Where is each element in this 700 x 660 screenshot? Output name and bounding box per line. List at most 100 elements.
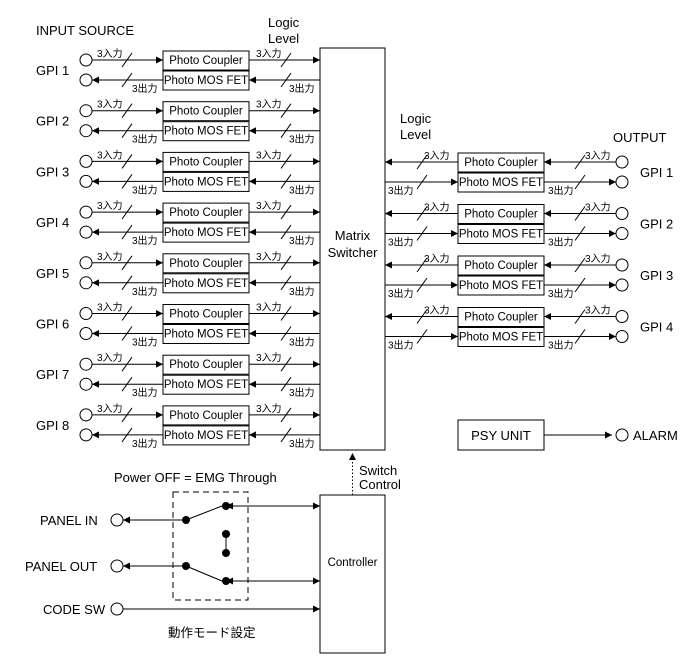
- matrix-to-input-count: 3出力: [289, 82, 315, 95]
- matrix-to-input-count: 3出力: [289, 183, 315, 196]
- input-out-terminal: [79, 174, 93, 188]
- output-out-slash: [574, 277, 586, 293]
- alarm-label: ALARM: [633, 428, 678, 443]
- output-out-terminal: [615, 278, 629, 292]
- photo-coupler-label: Photo Coupler: [169, 156, 243, 168]
- input-out-count: 3出力: [132, 82, 158, 95]
- output-out-slash: [574, 329, 586, 344]
- input-gpi-label: GPI 6: [36, 317, 69, 332]
- input-out-slash: [121, 174, 133, 189]
- output-out-count: 3出力: [548, 287, 574, 300]
- input-to-matrix-count: 3入力: [256, 402, 282, 415]
- input-out-count: 3出力: [132, 234, 158, 247]
- matrix-to-input-count: 3出力: [289, 133, 315, 146]
- panel-out-terminal: [110, 559, 124, 573]
- matrix-to-output-count: 3出力: [388, 287, 414, 300]
- output-photo-mos-fet-label: Photo MOS FET: [459, 177, 543, 189]
- output-in-terminal: [615, 207, 629, 220]
- input-in-slash: [121, 407, 133, 423]
- input-to-matrix-slash: [280, 407, 292, 423]
- input-in-terminal: [79, 154, 93, 168]
- photo-coupler-label: Photo Coupler: [169, 410, 243, 422]
- input-to-matrix-count: 3入力: [256, 250, 282, 263]
- photo-mos-fet-label: Photo MOS FET: [164, 379, 248, 391]
- input-out-count: 3出力: [132, 386, 158, 399]
- matrix-to-input-slash: [280, 326, 292, 341]
- matrix-to-output-count: 3出力: [388, 236, 414, 249]
- matrix-to-input-slash: [280, 275, 292, 291]
- output-gpi-label: GPI 4: [640, 320, 673, 335]
- input-gpi-label: GPI 1: [36, 63, 69, 78]
- matrix-to-output-count: 3出力: [388, 339, 414, 352]
- logic-level-top-line2: Level: [268, 31, 299, 46]
- input-in-count: 3入力: [97, 351, 123, 364]
- input-to-matrix-slash: [280, 306, 292, 321]
- input-out-count: 3出力: [132, 437, 158, 450]
- input-out-terminal: [79, 327, 93, 340]
- input-source-heading: INPUT SOURCE: [36, 23, 134, 38]
- photo-coupler-label: Photo Coupler: [169, 55, 243, 67]
- panel-in-terminal: [110, 513, 124, 527]
- psy-unit-label: PSY UNIT: [471, 428, 531, 443]
- photo-mos-fet-label: Photo MOS FET: [164, 227, 248, 239]
- matrix-to-input-slash: [280, 174, 292, 189]
- input-to-matrix-slash: [280, 103, 292, 118]
- photo-coupler-label: Photo Coupler: [169, 359, 243, 371]
- input-in-count: 3入力: [97, 250, 123, 263]
- input-out-terminal: [79, 124, 93, 138]
- output-photo-coupler-label: Photo Coupler: [464, 312, 538, 324]
- output-photo-coupler-label: Photo Coupler: [464, 260, 538, 272]
- output-photo-coupler-label: Photo Coupler: [464, 157, 538, 169]
- input-out-count: 3出力: [132, 133, 158, 146]
- input-in-slash: [121, 154, 133, 169]
- matrix-from-output-count: 3入力: [424, 252, 450, 265]
- input-to-matrix-count: 3入力: [256, 47, 282, 60]
- logic-level-right-line2: Level: [400, 127, 431, 142]
- photo-coupler-label: Photo Coupler: [169, 258, 243, 270]
- output-in-slash: [574, 206, 586, 221]
- input-in-slash: [121, 255, 133, 271]
- input-to-matrix-slash: [280, 204, 292, 220]
- input-to-matrix-count: 3入力: [256, 98, 282, 111]
- photo-coupler-label: Photo Coupler: [169, 106, 243, 118]
- photo-mos-fet-label: Photo MOS FET: [164, 126, 248, 138]
- matrix-to-input-count: 3出力: [289, 336, 315, 349]
- matrix-to-input-count: 3出力: [289, 285, 315, 298]
- matrix-to-output-slash: [416, 329, 428, 344]
- input-to-matrix-slash: [280, 52, 292, 68]
- input-to-matrix-count: 3入力: [256, 148, 282, 161]
- matrix-from-output-count: 3入力: [424, 149, 450, 162]
- photo-mos-fet-label: Photo MOS FET: [164, 329, 248, 341]
- output-in-slash: [574, 154, 586, 170]
- input-out-terminal: [79, 377, 93, 391]
- output-out-terminal: [615, 227, 629, 240]
- matrix-to-input-count: 3出力: [289, 437, 315, 450]
- matrix-to-input-slash: [280, 123, 292, 138]
- input-out-slash: [121, 72, 133, 88]
- input-in-terminal: [79, 408, 93, 422]
- output-gpi-label: GPI 1: [640, 165, 673, 180]
- matrix-to-input-slash: [280, 376, 292, 392]
- input-in-terminal: [79, 53, 93, 67]
- matrix-switcher-label-line1: Matrix: [335, 228, 371, 243]
- input-in-count: 3入力: [97, 148, 123, 161]
- panel-out-label: PANEL OUT: [25, 559, 97, 574]
- photo-mos-fet-label: Photo MOS FET: [164, 278, 248, 290]
- matrix-from-output-count: 3入力: [424, 304, 450, 317]
- output-out-slash: [574, 174, 586, 190]
- input-out-slash: [121, 376, 133, 392]
- input-out-slash: [121, 275, 133, 291]
- output-in-slash: [574, 257, 586, 273]
